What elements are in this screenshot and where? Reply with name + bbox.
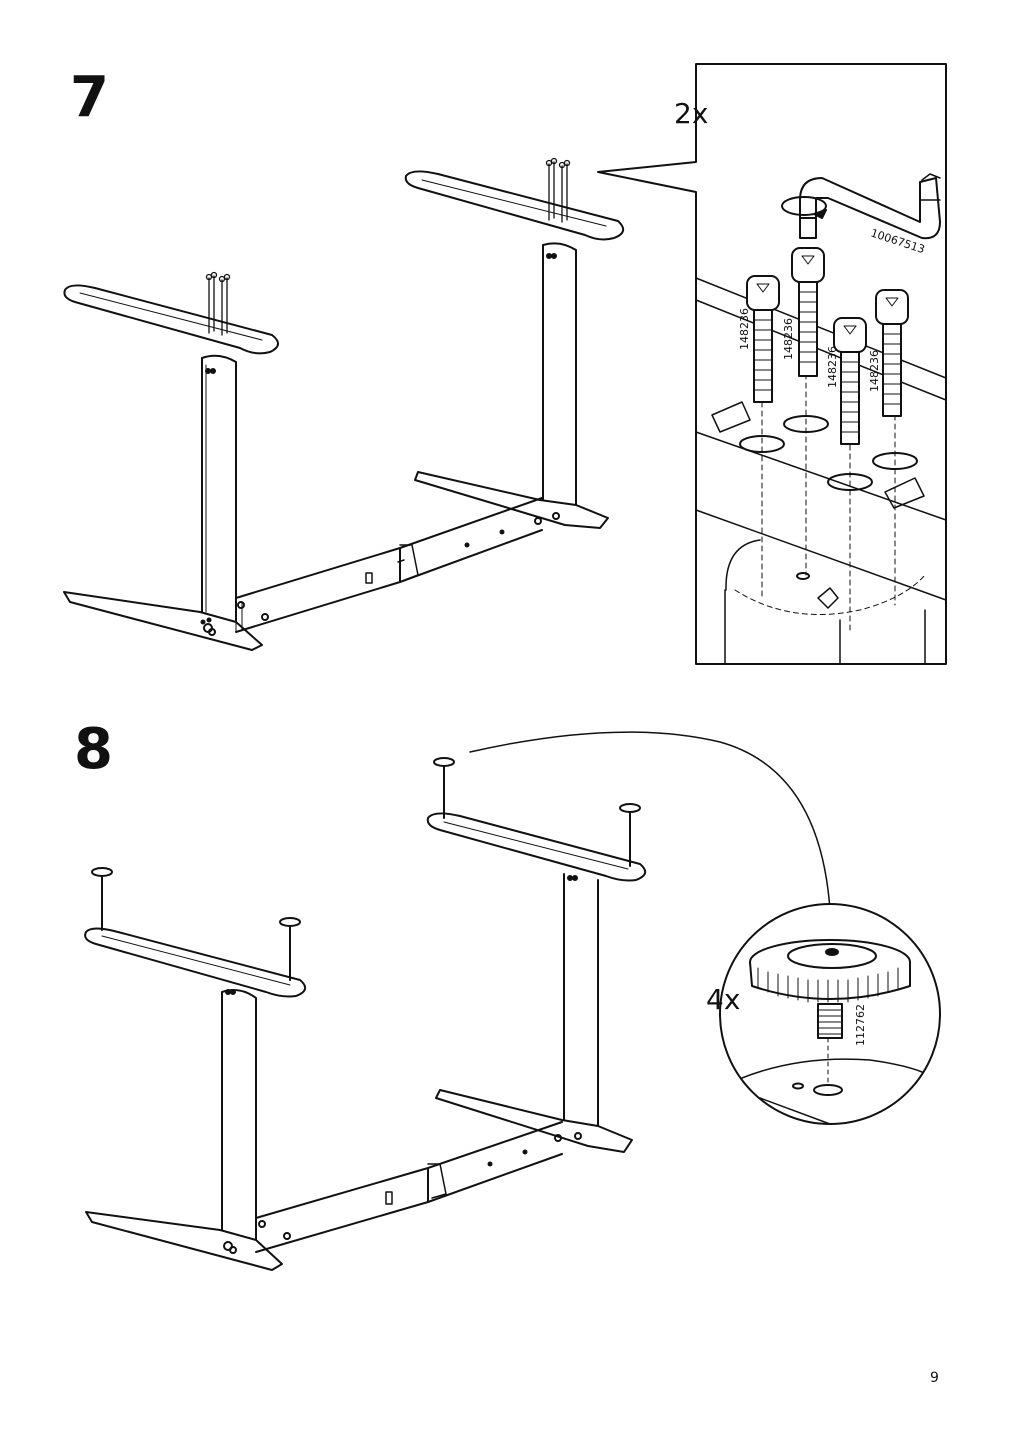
part-112762-label: 112762 xyxy=(854,1004,867,1046)
step-8-number: 8 xyxy=(74,717,113,782)
step7-table-frame xyxy=(63,157,625,651)
bolt-148236 xyxy=(746,247,909,445)
step8-detail-circle xyxy=(719,903,941,1125)
part-148236-label-3: 148236 xyxy=(826,346,839,388)
part-148236-label-1: 148236 xyxy=(738,308,751,350)
glide-112762 xyxy=(91,757,641,981)
step-7-number: 7 xyxy=(70,65,109,130)
step8-table-frame xyxy=(84,731,831,1271)
step-8-quantity: 4x xyxy=(706,983,741,1016)
page-number: 9 xyxy=(930,1370,939,1386)
step-7-quantity: 2x xyxy=(674,97,709,130)
part-148236-label-4: 148236 xyxy=(868,350,881,392)
part-148236-label-2: 148236 xyxy=(782,318,795,360)
step7-detail-inset xyxy=(597,63,947,665)
